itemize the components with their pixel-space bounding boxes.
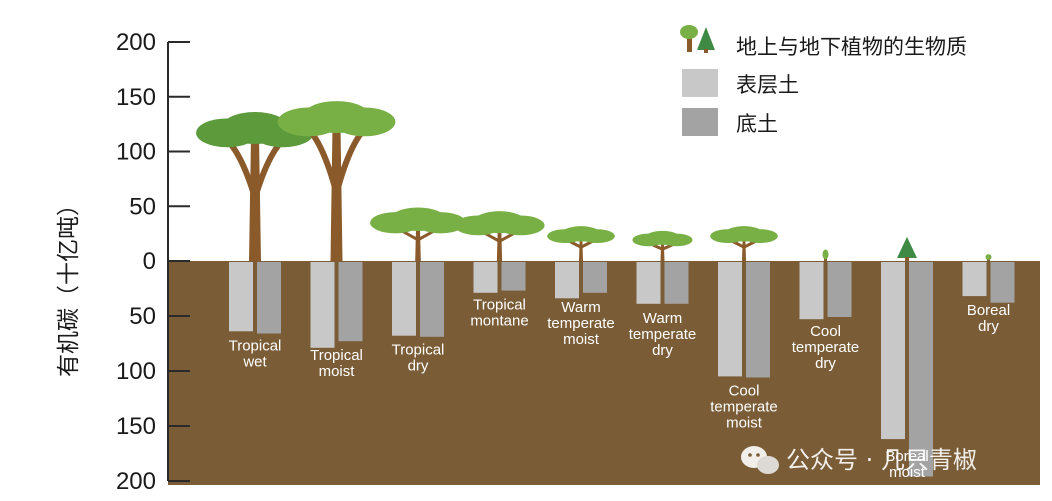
bar-subsoil (909, 262, 933, 477)
bar-subsoil (420, 262, 444, 337)
biomass-tree (710, 226, 778, 261)
bar-subsoil (990, 262, 1015, 303)
bar-subsoil (257, 262, 281, 334)
biomass-tree (632, 230, 693, 261)
y-tick-label: 100 (116, 139, 156, 166)
legend: 地上与地下植物的生物质 表层土 底土 (680, 25, 967, 136)
biomass-tree (277, 101, 396, 261)
biomass-tree (822, 249, 829, 261)
bar-subsoil (501, 262, 526, 291)
legend-label-biomass: 地上与地下植物的生物质 (736, 35, 967, 59)
biomass-tree (985, 254, 992, 261)
bar-topsoil (799, 262, 824, 320)
watermark: 公众号 · 几只青椒 (741, 446, 977, 474)
bar-topsoil (636, 262, 661, 304)
bar-topsoil (392, 262, 416, 336)
y-tick-label: 50 (129, 193, 156, 220)
biomass-tree (370, 207, 466, 261)
y-tick-label: 200 (116, 468, 156, 495)
bar-topsoil (473, 262, 498, 293)
biomass-tree (547, 226, 615, 261)
bar-topsoil (310, 262, 335, 348)
biomass-tree (196, 112, 314, 261)
bar-subsoil (338, 262, 363, 342)
biomass-tree (454, 211, 545, 261)
legend-label-subsoil: 底土 (736, 112, 778, 136)
bar-subsoil (746, 262, 770, 378)
bar-topsoil (229, 262, 253, 332)
bar-subsoil (583, 262, 607, 293)
y-tick-label: 0 (143, 248, 156, 275)
y-tick-label: 150 (116, 84, 156, 111)
legend-swatch-subsoil (682, 108, 718, 136)
legend-swatch-topsoil (682, 69, 718, 97)
y-tick-label: 50 (129, 303, 156, 330)
bar-subsoil (664, 262, 689, 304)
y-axis-title: 有机碳（十亿吨） (56, 193, 82, 377)
bar-topsoil (718, 262, 742, 377)
biomass-tree (897, 236, 917, 261)
bar-topsoil (881, 262, 905, 440)
bar-subsoil (827, 262, 852, 317)
y-tick-label: 100 (116, 358, 156, 385)
y-tick-label: 200 (116, 29, 156, 56)
y-tick-label: 150 (116, 413, 156, 440)
legend-label-topsoil: 表层土 (736, 73, 799, 97)
watermark-text: 公众号 · 几只青椒 (786, 446, 977, 474)
legend-tree-icon (680, 25, 715, 53)
wechat-icon (741, 446, 779, 474)
bar-topsoil (555, 262, 579, 299)
bar-topsoil (962, 262, 987, 297)
